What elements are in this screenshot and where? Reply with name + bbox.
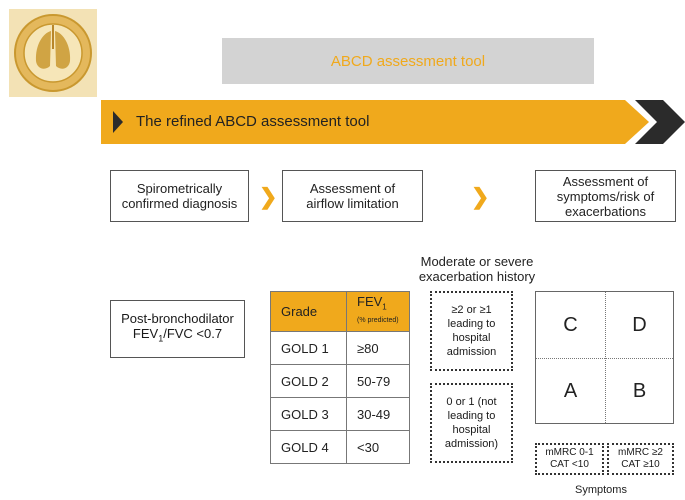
postbd-line2: FEV1/FVC <0.7 — [132, 326, 223, 344]
table-row: GOLD 3 30-49 — [270, 397, 410, 431]
exacerbation-label-line1: Moderate or severe — [420, 254, 534, 269]
post-bronchodilator-criterion: Post-bronchodilator FEV1/FVC <0.7 — [110, 300, 245, 358]
chevron-right-icon: ❯ — [259, 184, 278, 209]
grade-cell: GOLD 3 — [270, 397, 347, 431]
gold-logo — [9, 9, 97, 97]
step-airflow-line2: airflow limitation — [306, 196, 399, 211]
table-header-row: Grade FEV1 (% predicted) — [270, 291, 410, 332]
header-fev1: FEV1 (% predicted) — [346, 291, 410, 332]
step-spirometry-line1: Spirometrically — [136, 181, 223, 196]
group-a-cell: A — [563, 379, 578, 402]
step-symptoms-line3: exacerbations — [565, 203, 646, 219]
step-symptoms-line2: symptoms/risk of — [556, 188, 655, 204]
fev-cell: ≥80 — [346, 331, 410, 365]
table-row: GOLD 2 50-79 — [270, 364, 410, 398]
step-airflow-line1: Assessment of — [309, 181, 396, 196]
group-b-cell: B — [632, 379, 647, 402]
postbd-line1: Post-bronchodilator — [121, 311, 234, 327]
exacerbation-high-box: ≥2 or ≥1 leading to hospital admission — [430, 291, 513, 371]
grade-cell: GOLD 4 — [270, 430, 347, 464]
abcd-grid: C D A B — [535, 291, 674, 424]
exacerbation-history-label: Moderate or severe exacerbation history — [404, 254, 550, 284]
fev-cell: 30-49 — [346, 397, 410, 431]
fev-cell: <30 — [346, 430, 410, 464]
grid-divider-horizontal — [536, 358, 673, 359]
symptoms-label: Symptoms — [575, 484, 627, 496]
step-airflow: Assessment of airflow limitation — [282, 170, 423, 222]
header-fev-note: (% predicted) — [357, 317, 399, 325]
grade-cell: GOLD 2 — [270, 364, 347, 398]
page-title: ABCD assessment tool — [222, 38, 594, 84]
exacerbation-low-box: 0 or 1 (not leading to hospital admissio… — [430, 383, 513, 463]
grid-divider-vertical — [605, 292, 606, 423]
gold-grade-table: Grade FEV1 (% predicted) GOLD 1 ≥80 GOLD… — [270, 291, 410, 464]
grade-cell: GOLD 1 — [270, 331, 347, 365]
step-spirometry: Spirometrically confirmed diagnosis — [110, 170, 249, 222]
header-grade: Grade — [270, 291, 347, 332]
group-d-cell: D — [632, 313, 647, 336]
table-row: GOLD 4 <30 — [270, 430, 410, 464]
exacerbation-label-line2: exacerbation history — [418, 269, 536, 284]
banner-title: The refined ABCD assessment tool — [136, 113, 370, 130]
symptoms-high-box: mMRC ≥2 CAT ≥10 — [607, 443, 674, 475]
fev-cell: 50-79 — [346, 364, 410, 398]
step-spirometry-line2: confirmed diagnosis — [121, 196, 238, 211]
section-banner: The refined ABCD assessment tool — [0, 100, 685, 144]
group-c-cell: C — [563, 313, 578, 336]
table-row: GOLD 1 ≥80 — [270, 331, 410, 365]
chevron-right-icon: ❯ — [471, 184, 490, 209]
step-symptoms-risk: Assessment of symptoms/risk of exacerbat… — [535, 170, 676, 222]
symptoms-low-box: mMRC 0-1 CAT <10 — [535, 443, 604, 475]
step-symptoms-line1: Assessment of — [562, 173, 649, 189]
